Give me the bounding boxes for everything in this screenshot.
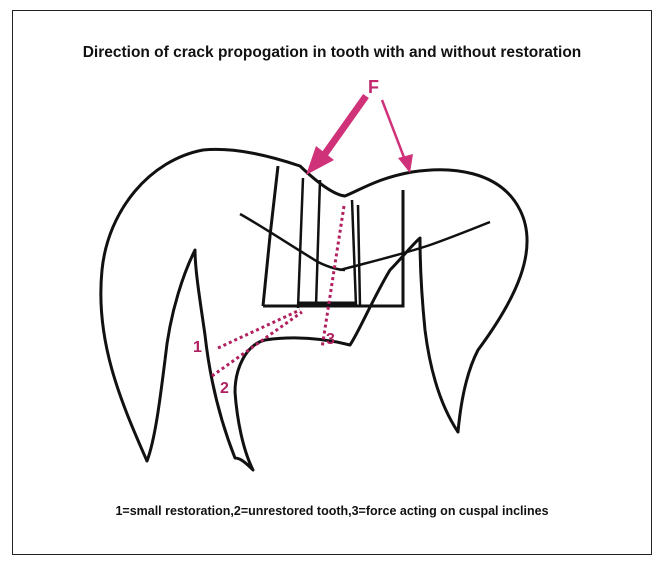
crack-label-1: 1 (193, 339, 202, 356)
force-arrow-thick (322, 96, 366, 158)
crack-label-3: 3 (326, 331, 335, 348)
crack-line-3 (322, 206, 344, 348)
force-arrow-thin (382, 100, 405, 160)
crack-label-2: 2 (220, 380, 229, 397)
force-label: F (368, 77, 379, 97)
internal-line-right (340, 222, 490, 270)
force-arrow-thin-head (398, 154, 413, 173)
tooth-outline (101, 149, 527, 470)
restoration-inner-walls (298, 178, 360, 308)
figure-caption: 1=small restoration,2=unrestored tooth,3… (12, 504, 652, 518)
internal-line-left (240, 214, 345, 270)
